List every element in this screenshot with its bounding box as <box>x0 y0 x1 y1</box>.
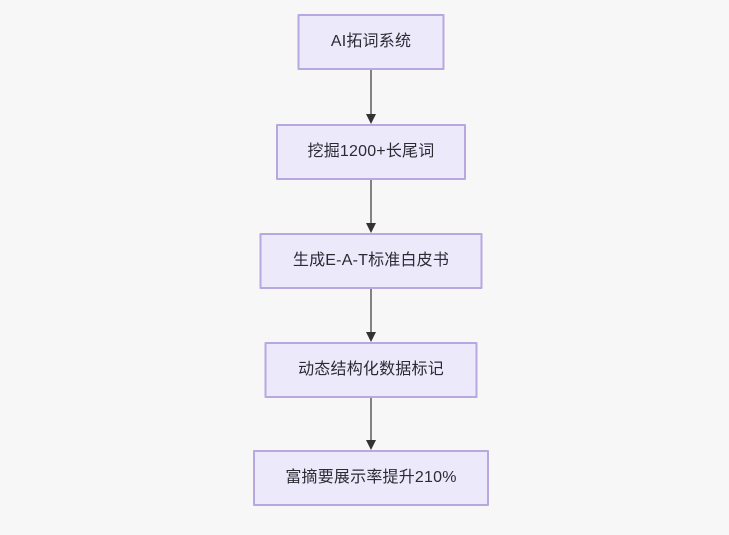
flow-node-2[interactable]: 挖掘1200+长尾词 <box>276 124 466 180</box>
flow-node-label: 动态结构化数据标记 <box>298 361 444 378</box>
edge-line <box>370 180 372 224</box>
arrowhead-down-icon <box>365 114 376 124</box>
edge-line <box>370 289 372 333</box>
flow-node-label: 富摘要展示率提升210% <box>285 469 457 486</box>
arrowhead-down-icon <box>365 223 376 233</box>
flow-node-label: 挖掘1200+长尾词 <box>307 143 435 160</box>
flow-node-5[interactable]: 富摘要展示率提升210% <box>253 450 489 506</box>
flow-edge <box>364 180 378 233</box>
flow-edge <box>364 70 378 124</box>
flow-node-1[interactable]: AI拓词系统 <box>297 14 445 70</box>
flow-node-3[interactable]: 生成E-A-T标准白皮书 <box>259 233 483 289</box>
edge-line <box>370 398 372 441</box>
flow-edge <box>364 289 378 342</box>
arrowhead-down-icon <box>365 440 376 450</box>
flow-node-label: 生成E-A-T标准白皮书 <box>292 252 450 269</box>
flow-edge <box>364 398 378 450</box>
edge-line <box>370 70 372 115</box>
flow-node-label: AI拓词系统 <box>330 33 412 50</box>
flow-node-4[interactable]: 动态结构化数据标记 <box>264 342 478 398</box>
arrowhead-down-icon <box>365 332 376 342</box>
